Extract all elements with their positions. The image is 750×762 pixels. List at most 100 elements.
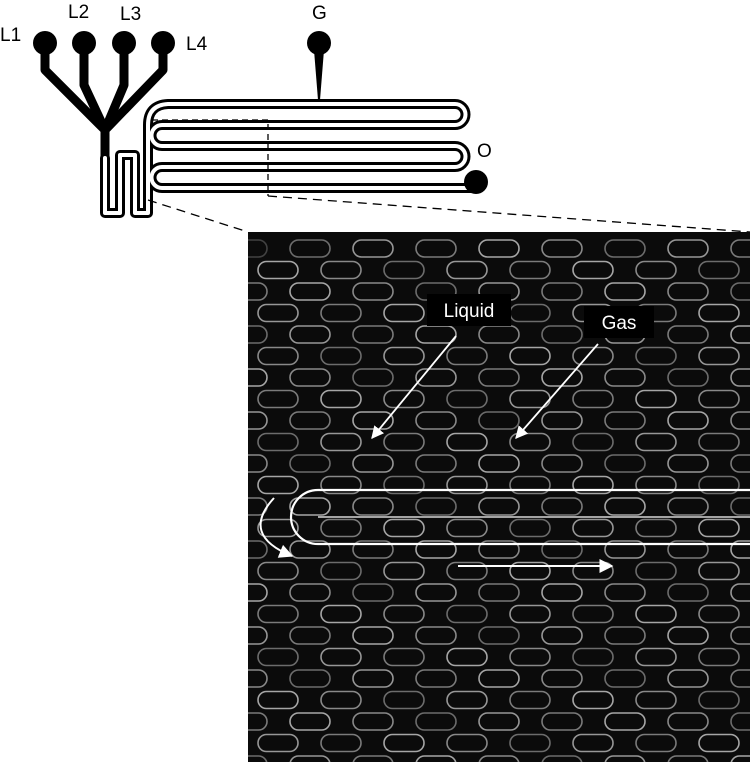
label-l4: L4 [186, 34, 208, 55]
gas-slug [604, 669, 646, 688]
gas-slug [446, 690, 488, 710]
gas-slug [572, 432, 614, 452]
gas-slug [667, 583, 709, 602]
gas-slug [478, 755, 520, 762]
gas-slug [604, 712, 646, 731]
gas-slug [446, 389, 488, 409]
gas-slug [541, 282, 583, 301]
gas-slug [446, 733, 488, 753]
gas-slug [667, 239, 709, 258]
gas-slug [320, 432, 362, 452]
gas-slug [572, 733, 614, 753]
gas-slug [289, 712, 331, 731]
liquid-pointer-arrow [371, 335, 457, 439]
gas-slug [698, 475, 740, 495]
gas-slug [248, 325, 268, 344]
zoom-region-box [152, 119, 269, 196]
label-l2: L2 [68, 2, 89, 23]
gas-slug [289, 626, 331, 645]
gas-slug [730, 540, 750, 559]
micrograph-panel: Liquid Gas [248, 232, 750, 762]
gas-slug [446, 604, 488, 624]
gas-slug [509, 690, 551, 710]
gas-slug [509, 475, 551, 495]
gas-slug [257, 647, 299, 667]
gas-slug [730, 282, 750, 301]
chip-schematic: L1 L2 L3 L4 G O [0, 2, 750, 233]
gas-slug [478, 540, 520, 559]
gas-slug [352, 325, 394, 344]
gas-slug [478, 497, 520, 516]
gas-slug [635, 561, 677, 581]
gas-slug [320, 303, 362, 323]
channel-turn-outline [289, 488, 750, 546]
turn-flow-arrow [259, 497, 294, 558]
gas-slug [667, 454, 709, 473]
gas-slug [667, 368, 709, 387]
gas-slug [352, 239, 394, 258]
gas-slug [320, 690, 362, 710]
gas-slug [289, 239, 331, 258]
gas-inlet-channel [314, 50, 324, 100]
gas-slug [320, 647, 362, 667]
zoom-line-right [267, 195, 750, 233]
gas-slug [572, 518, 614, 538]
gas-slug [383, 260, 425, 280]
gas-slug [415, 497, 457, 516]
gas-slug [730, 497, 750, 516]
gas-slug [509, 604, 551, 624]
gas-slug [257, 518, 299, 538]
gas-slug [478, 669, 520, 688]
gas-slug [541, 583, 583, 602]
gas-slug [509, 561, 551, 581]
gas-slug [415, 712, 457, 731]
inlet-l1-port [33, 31, 57, 55]
gas-slug [509, 518, 551, 538]
gas-slug [509, 260, 551, 280]
label-l3: L3 [120, 4, 141, 25]
gas-slug [604, 755, 646, 762]
label-gas: G [312, 3, 327, 24]
gas-slug [320, 475, 362, 495]
inlet-l4-port [151, 31, 175, 55]
gas-slug [446, 561, 488, 581]
label-gas-phase: Gas [602, 313, 637, 334]
gas-slug [667, 626, 709, 645]
gas-slug [352, 368, 394, 387]
gas-slug [730, 669, 750, 688]
gas-slug [572, 346, 614, 366]
gas-slug [541, 755, 583, 762]
inlet-l2-port [72, 31, 96, 55]
gas-slug [635, 346, 677, 366]
outlet-port [464, 170, 488, 194]
gas-slug [572, 475, 614, 495]
gas-slug [635, 475, 677, 495]
gas-slug [698, 260, 740, 280]
gas-slug [698, 303, 740, 323]
gas-slug [698, 647, 740, 667]
gas-slug [541, 497, 583, 516]
gas-slug [667, 540, 709, 559]
gas-slug [320, 389, 362, 409]
label-liquid: Liquid [444, 301, 495, 322]
gas-slug [730, 239, 750, 258]
gas-slug [572, 647, 614, 667]
gas-slug [541, 411, 583, 430]
gas-slug [289, 755, 331, 762]
gas-slug [572, 260, 614, 280]
gas-slug [730, 712, 750, 731]
gas-slug [698, 346, 740, 366]
gas-slug [478, 454, 520, 473]
gas-slug [572, 604, 614, 624]
gas-slug [541, 454, 583, 473]
gas-slug [352, 626, 394, 645]
gas-slug [257, 475, 299, 495]
gas-slug [478, 368, 520, 387]
gas-slug [383, 647, 425, 667]
gas-slug [541, 239, 583, 258]
gas-slug [257, 561, 299, 581]
gas-slug [383, 303, 425, 323]
gas-slug [289, 583, 331, 602]
gas-slug [248, 540, 268, 559]
gas-slug [289, 411, 331, 430]
